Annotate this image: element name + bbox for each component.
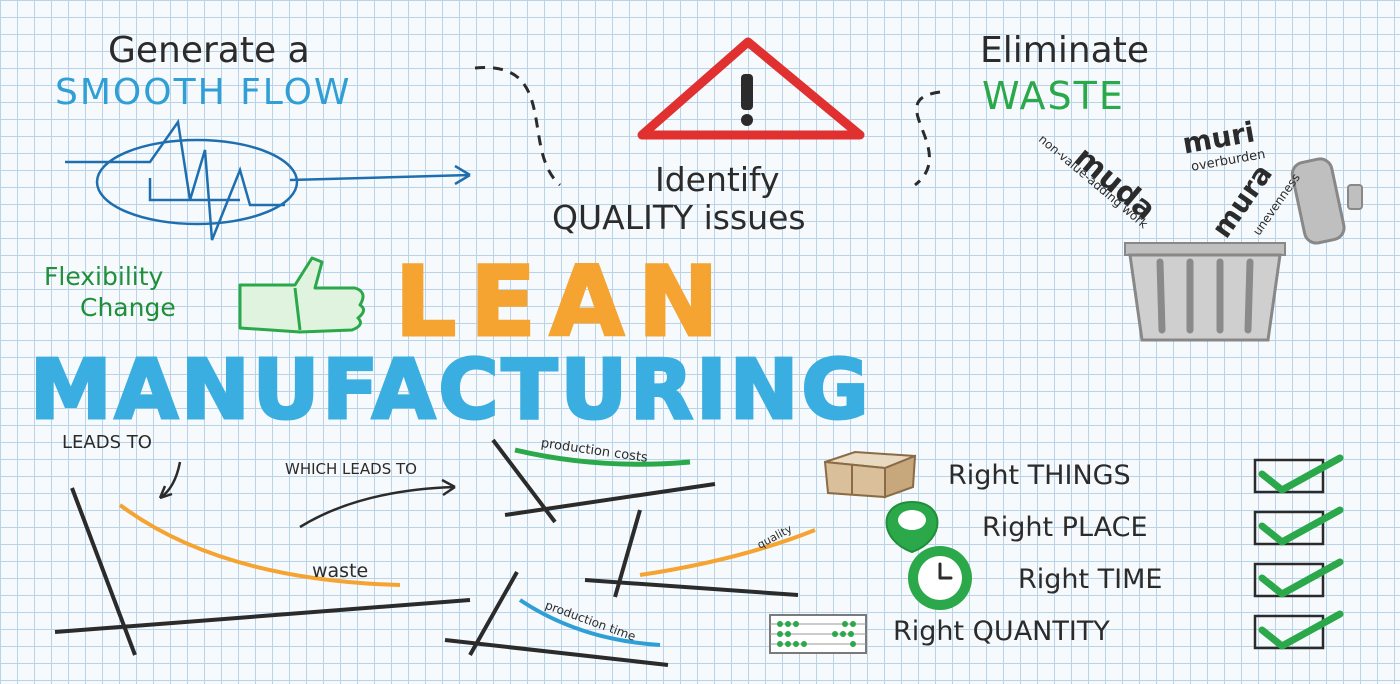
checkbox-quantity-icon [1253,610,1344,650]
right-time-text: Right TIME [1018,564,1163,595]
flow-waveform-icon [65,118,471,241]
thumbs-up-icon [238,256,365,334]
map-pin-icon [885,500,939,554]
generate-a-text: Generate a [108,30,310,71]
waste-label: waste [312,560,369,582]
lean-title: LEAN [393,245,733,360]
box-icon [823,450,917,499]
which-leads-to-text: WHICH LEADS TO [285,460,417,478]
trash-can-icon [1124,157,1363,342]
production-costs-graph [491,438,716,524]
waste-graph [54,461,471,656]
production-time-graph [444,571,669,667]
waste-heading-text: WASTE [982,74,1125,118]
identify-text: Identify [655,160,780,199]
checkbox-things-icon [1253,454,1344,494]
dashed-connector-right [914,90,941,187]
warning-triangle-icon [637,37,865,140]
manufacturing-title: MANUFACTURING [29,342,872,440]
right-place-text: Right PLACE [982,512,1148,543]
dashed-connector-left [474,66,561,187]
change-text: Change [80,293,176,322]
quality-issues-text: QUALITY issues [552,198,806,237]
eliminate-text: Eliminate [980,30,1149,71]
quality-graph [584,509,816,598]
checkbox-time-icon [1253,558,1344,598]
checkbox-place-icon [1253,506,1344,546]
smooth-flow-text: SMOOTH FLOW [55,72,352,113]
right-quantity-text: Right QUANTITY [893,616,1110,647]
abacus-icon [769,614,867,654]
right-things-text: Right THINGS [948,460,1131,491]
flexibility-text: Flexibility [44,262,164,291]
clock-icon [908,546,972,610]
leads-to-text: LEADS TO [62,432,152,453]
